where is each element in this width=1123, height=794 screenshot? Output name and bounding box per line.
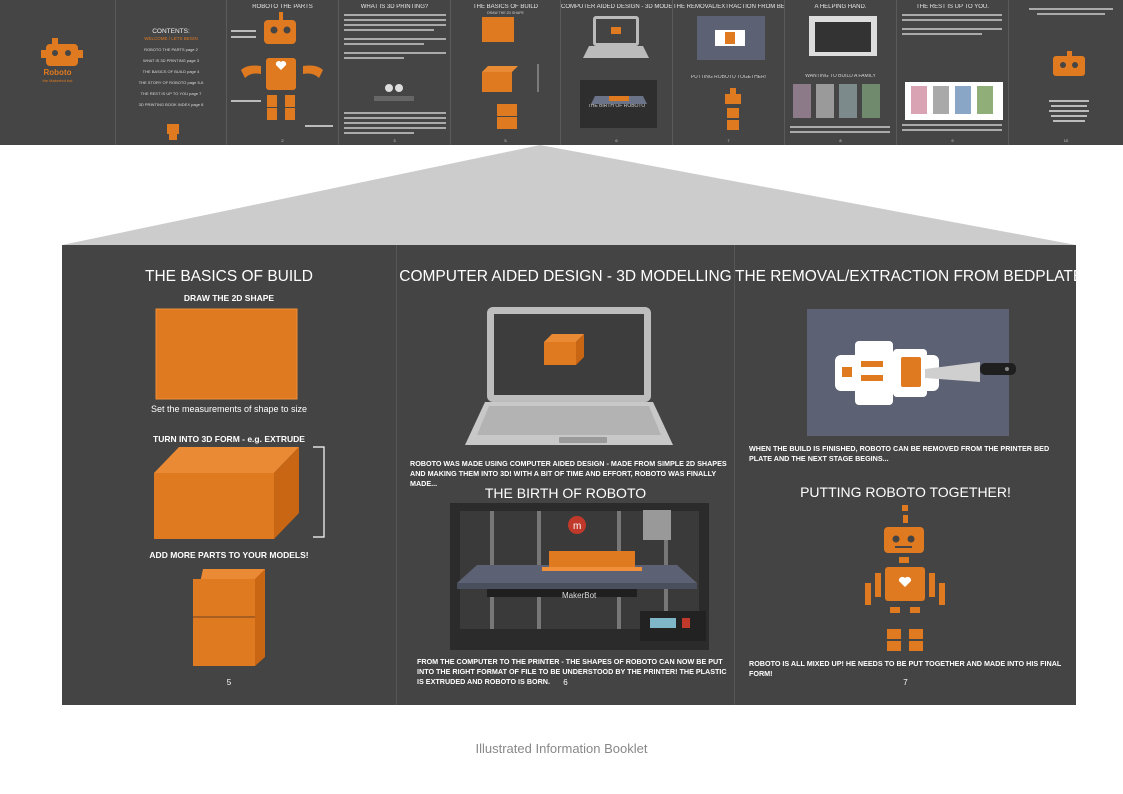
mini-page-title: THE REST IS UP TO YOU. [916,4,989,10]
mini-page-label: PUTTING ROBOTO TOGETHER! [690,75,767,80]
mini-page-number: 5 [504,138,507,143]
mini-page-number: 2 [281,138,284,143]
toc-welcome: WELCOME / LETS BEGIN [144,36,198,41]
page-removal: THE REMOVAL/EXTRACTION FROM BEDPLATE WHE… [735,245,1084,705]
page-cad: COMPUTER AIDED DESIGN - 3D MODELLING ROB… [397,245,735,705]
mini-back-cover: 10 [1009,0,1123,145]
laptop-icon [465,307,673,445]
page-title: COMPUTER AIDED DESIGN - 3D MODELLING [399,268,732,285]
removal-description: WHEN THE BUILD IS FINISHED, ROBOTO CAN B… [749,444,1050,463]
toc-item[interactable]: THE STORY OF ROBOTO page 5-6 [138,80,204,85]
mini-page-number: 10 [1063,138,1069,143]
step-draw-note: Set the measurements of shape to size [150,404,308,414]
mini-page-title: WHAT IS 3D PRINTING? [360,4,429,10]
step-extrude-label: TURN INTO 3D FORM - e.g. EXTRUDE [153,434,305,444]
birth-subtitle: THE BIRTH OF ROBOTO [484,485,647,501]
robot-parts-icon [231,12,333,127]
caption: Illustrated Information Booklet [475,741,648,756]
mini-page-title: A HELPING HAND. [814,4,867,10]
cad-description: ROBOTO WAS MADE USING COMPUTER AIDED DES… [410,459,727,488]
mini-rest-icon [902,14,1003,131]
mini-page-number: 7 [727,138,730,143]
step-add-parts-label: ADD MORE PARTS TO YOUR MODELS! [149,550,309,560]
birth-description: FROM THE COMPUTER TO THE PRINTER - THE S… [417,657,727,686]
step-draw-label: DRAW THE 2D SHAPE [183,293,275,303]
mini-page-label: DRAW THE 2D SHAPE [487,11,524,15]
mini-blocks-icon [482,17,539,129]
mini-cover-sub: the Makerbot bot [42,78,73,83]
mini-cover-brand: Roboto [43,68,72,77]
build-steps-illustration [154,308,325,666]
mini-page-rest: THE REST IS UP TO YOU. 9 [897,0,1009,145]
printer-brand-label: MakerBot [562,591,597,600]
enlarged-spread: THE BASICS OF BUILD DRAW THE 2D SHAPE Se… [62,245,1084,705]
mini-page-number: 9 [951,138,954,143]
mini-page-label: THE BIRTH OF ROBOTO [587,104,646,109]
together-description: ROBOTO IS ALL MIXED UP! HE NEEDS TO BE P… [749,659,1062,678]
mini-family-icon [790,16,890,133]
svg-text:m: m [573,521,581,532]
mini-page-title: THE BASICS OF BUILD [472,4,538,10]
mini-page-number: 8 [839,138,842,143]
putting-together-subtitle: PUTTING ROBOTO TOGETHER! [800,484,1011,500]
toc-item[interactable]: THE REST IS UP TO YOU page 7 [140,91,202,96]
mini-page-label: WANTING TO BUILD A FAMILY [805,74,876,79]
back-cover-logo-icon [1029,8,1113,122]
toc-item[interactable]: ROBOTO THE PARTS page 2 [144,47,198,52]
mini-page-what-is: WHAT IS 3D PRINTING? 3 [339,0,451,145]
mini-page-cad: COMPUTER AIDED DESIGN - 3D MODELLING THE… [561,0,673,145]
toc-heading: CONTENTS: [152,28,190,35]
mini-page-title: COMPUTER AIDED DESIGN - 3D MODELLING [561,4,672,10]
mini-page-title: THE REMOVAL/EXTRACTION FROM BEDPLATE [673,4,784,10]
toc-item[interactable]: THE BASICS OF BUILD page 4 [142,69,200,74]
toc-item[interactable]: 3D PRINTING BOOK INDEX page 8 [138,102,204,107]
mini-page-basics: THE BASICS OF BUILD DRAW THE 2D SHAPE 5 [451,0,561,145]
mini-page-removal: THE REMOVAL/EXTRACTION FROM BEDPLATE PUT… [673,0,785,145]
mini-robot-icon [167,124,179,140]
mini-laptop-printer-icon [580,16,657,128]
text-block-icon [344,14,446,134]
page-number: 6 [563,678,568,687]
mini-cover-page: Roboto the Makerbot bot [0,0,116,145]
mini-page-helping-hand: A HELPING HAND. WANTING TO BUILD A FAMIL… [785,0,897,145]
page-basics-of-build: THE BASICS OF BUILD DRAW THE 2D SHAPE Se… [62,245,397,705]
roboto-parts-icon [865,505,945,651]
mini-contents-page: CONTENTS: WELCOME / LETS BEGIN ROBOTO TH… [116,0,227,145]
bedplate-removal-icon [807,309,1016,436]
mini-page-number: 3 [393,138,396,143]
page-number: 5 [226,678,232,687]
page-title: THE BASICS OF BUILD [145,268,313,285]
page-title: THE REMOVAL/EXTRACTION FROM BEDPLATE [735,268,1084,285]
mini-page-parts: ROBOTO THE PARTS 2 [227,0,339,145]
toc-item[interactable]: WHAT IS 3D PRINTING page 3 [142,58,200,63]
booklet-overview-strip: Roboto the Makerbot bot CONTENTS: WELCOM… [0,0,1123,145]
mini-page-number: 6 [615,138,618,143]
mini-page-title: ROBOTO THE PARTS [252,4,313,10]
mini-bedplate-robot-icon [697,16,765,130]
page-number: 7 [903,678,908,687]
3d-printer-icon: m [450,503,709,650]
roboto-logo-icon [41,38,83,66]
